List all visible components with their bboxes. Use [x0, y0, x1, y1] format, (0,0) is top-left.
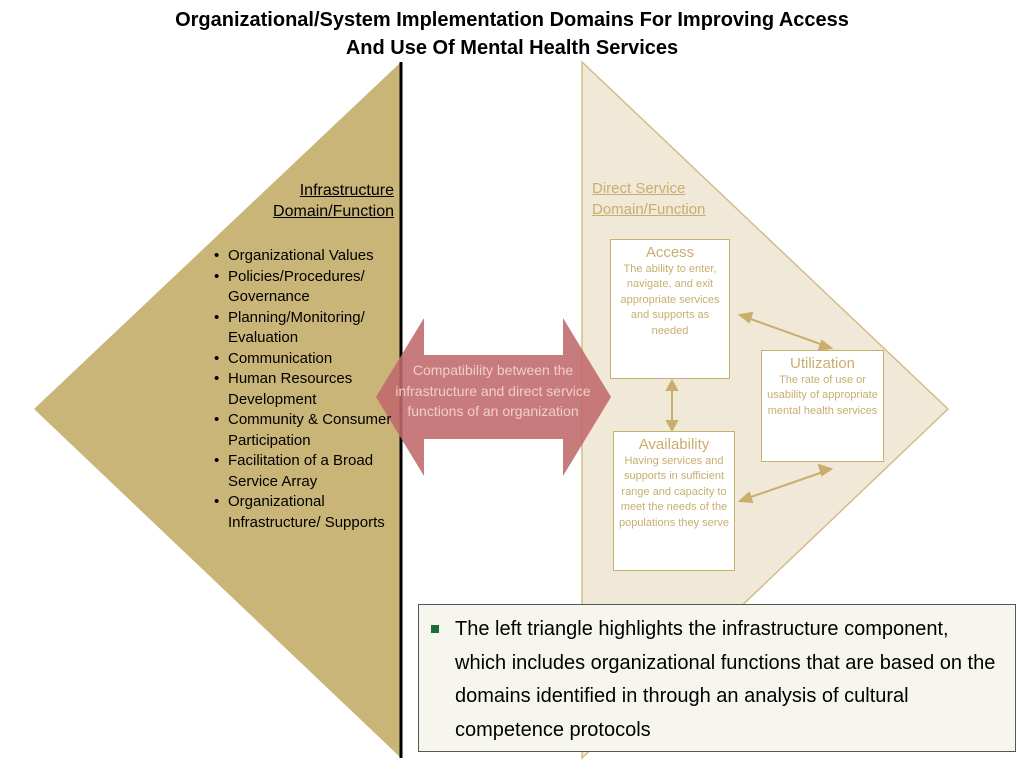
infrastructure-heading-line2: Domain/Function [273, 203, 394, 220]
list-item: Communication [212, 349, 402, 370]
infrastructure-heading: Infrastructure Domain/Function [273, 180, 394, 222]
access-description: The ability to enter, navigate, and exit… [620, 263, 720, 337]
direct-service-heading: Direct Service Domain/Function [592, 179, 705, 220]
list-item: Facilitation of a Broad Service Array [212, 451, 402, 492]
access-availability-connector [665, 378, 679, 433]
explanation-note: The left triangle highlights the infrast… [418, 604, 1016, 752]
access-utilization-connector [737, 311, 834, 352]
utilization-description: The rate of use or usability of appropri… [767, 374, 878, 417]
explanation-note-text: The left triangle highlights the infrast… [455, 618, 996, 741]
infrastructure-list: Organizational Values Policies/Procedure… [212, 246, 402, 533]
list-item: Community & Consumer Participation [212, 410, 402, 451]
availability-box: Availability Having services and support… [613, 431, 735, 571]
list-item: Human Resources Development [212, 369, 402, 410]
utilization-box: Utilization The rate of use or usability… [761, 350, 884, 462]
list-item: Planning/Monitoring/ Evaluation [212, 308, 402, 349]
square-bullet-icon [431, 625, 439, 633]
page-title: Organizational/System Implementation Dom… [0, 6, 1024, 62]
compatibility-arrow-label: Compatibility between the infrastructure… [395, 362, 591, 419]
direct-service-heading-line1: Direct Service [592, 180, 686, 197]
page-title-line1: Organizational/System Implementation Dom… [175, 9, 849, 31]
compatibility-double-arrow [376, 318, 611, 476]
availability-description: Having services and supports in sufficie… [618, 455, 730, 529]
utilization-title: Utilization [789, 355, 856, 372]
infrastructure-heading-line1: Infrastructure [299, 182, 394, 199]
direct-service-heading-line2: Domain/Function [592, 200, 706, 218]
availability-title: Availability [638, 436, 710, 453]
page-title-line2: And Use Of Mental Health Services [345, 37, 679, 59]
availability-utilization-connector [737, 463, 834, 504]
list-item: Organizational Infrastructure/ Supports [212, 492, 402, 533]
access-box: Access The ability to enter, navigate, a… [610, 239, 730, 379]
list-item: Policies/Procedures/ Governance [212, 267, 402, 308]
access-title: Access [645, 244, 695, 261]
list-item: Organizational Values [212, 246, 402, 267]
